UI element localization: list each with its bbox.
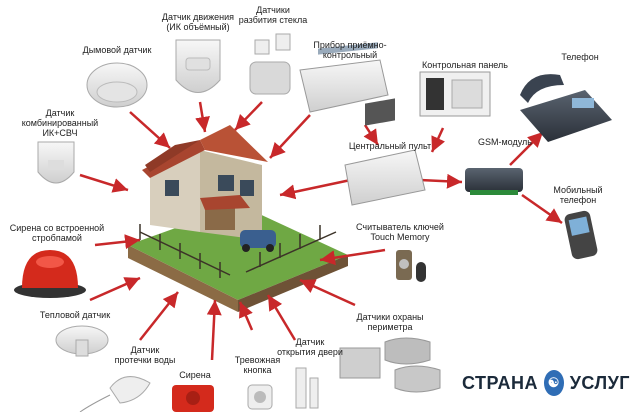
watermark-left-text: СТРАНА [462, 372, 538, 393]
watermark-right-text: УСЛУГ [569, 372, 630, 393]
label-heat-detector: Тепловой датчик [39, 310, 111, 320]
siren-icon [172, 385, 214, 412]
label-perimeter-sensors: Датчики охраны периметра [356, 312, 424, 332]
mobile-phone-icon [564, 210, 598, 260]
water-leak-sensor-icon [79, 376, 151, 412]
control-device-icon [299, 42, 389, 113]
label-siren: Сирена [179, 370, 211, 380]
label-siren-strobe: Сирена со встроенной стробпамой [9, 223, 105, 243]
label-ir-microwave: Датчик комбинированный ИК+СВЧ [21, 108, 99, 138]
ir-microwave-sensor-icon [37, 141, 75, 184]
motion-sensor-icon [175, 39, 221, 93]
door-sensor-icon [295, 367, 319, 409]
label-glass-break: Датчики разбития стекла [238, 5, 308, 25]
panic-button-icon [247, 384, 273, 410]
label-telephone: Телефон [561, 52, 599, 62]
perimeter-sensors-icon [339, 337, 441, 393]
label-water-leak: Датчик протечки воды [114, 345, 176, 365]
central-console-icon [344, 98, 426, 206]
label-key-reader: Считыватель ключей Touch Memory [356, 222, 444, 242]
label-panic-button: Тревожная кнопка [234, 355, 281, 375]
heat-detector-icon [55, 325, 109, 357]
label-control-panel: Контрольная панель [422, 60, 508, 70]
glass-break-sensors-icon [249, 33, 291, 95]
siren-strobe-icon [14, 250, 86, 298]
label-smoke-detector: Дымовой датчик [82, 45, 152, 55]
telephone-icon [520, 74, 612, 142]
control-panel-icon [419, 71, 491, 117]
smoke-detector-icon [86, 62, 148, 108]
label-control-device: Прибор приёмно- контрольный [313, 40, 387, 60]
gsm-module-icon [465, 168, 523, 195]
key-reader-icon [396, 250, 426, 282]
arrows [79, 101, 563, 361]
label-gsm-module: GSM-модуль [478, 137, 532, 147]
label-central-console: Центральный пульт [348, 141, 432, 151]
watermark-logo: СТРАНА ☯ УСЛУГ [462, 368, 630, 398]
house-illustration [128, 125, 348, 312]
label-motion-sensor: Датчик движения (ИК объёмный) [161, 12, 235, 32]
label-mobile-phone: Мобильный телефон [553, 185, 603, 205]
label-door-sensor: Датчик открытия двери [277, 337, 343, 357]
handshake-icon: ☯ [543, 370, 564, 396]
